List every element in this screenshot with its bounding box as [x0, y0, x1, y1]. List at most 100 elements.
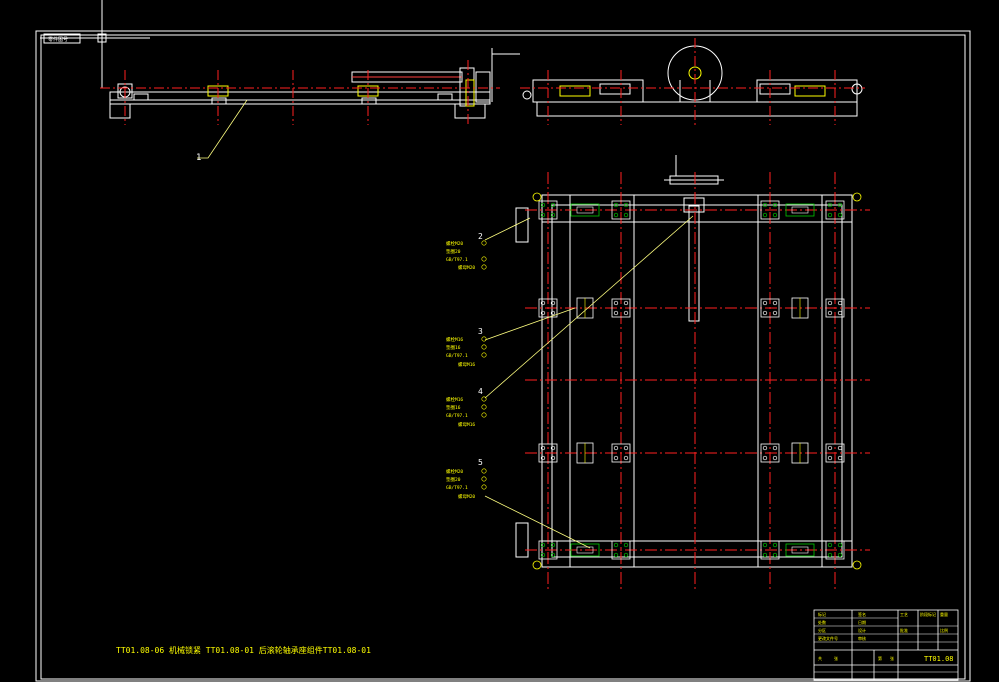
leader-lines [197, 99, 694, 549]
roller-housing [570, 203, 600, 217]
balloon-marker [481, 344, 487, 350]
plan-view-frame [515, 155, 853, 568]
balloon-2-number: 2 [478, 232, 483, 241]
svg-text:张: 张 [890, 655, 894, 661]
balloon-marker [481, 468, 487, 474]
part-label-box [43, 33, 81, 44]
balloon-5-line-4: 螺母M20 [458, 493, 475, 500]
inner-border [40, 34, 966, 680]
svg-text:批准: 批准 [900, 627, 908, 633]
corner-caster [532, 192, 542, 202]
bearing-block [791, 442, 809, 464]
svg-text:第: 第 [878, 655, 882, 661]
svg-text:签名: 签名 [858, 611, 866, 617]
balloon-marker [481, 336, 487, 342]
balloon-marker [481, 240, 487, 246]
balloon-4-number: 4 [478, 387, 483, 396]
balloon-3-line-3: GB/T97.1 [446, 353, 468, 359]
bearing-block [576, 442, 594, 464]
balloon-1-label: 1 [196, 153, 201, 163]
balloon-3-line-2: 垫圈16 [446, 344, 461, 351]
bolt-plates [532, 192, 862, 570]
svg-text:日期: 日期 [858, 619, 866, 625]
balloon-4-line-2: 垫圈16 [446, 404, 461, 411]
balloon-2-line-2: 垫圈20 [446, 248, 461, 255]
svg-text:阶段标记: 阶段标记 [920, 611, 936, 617]
svg-text:分区: 分区 [818, 627, 826, 633]
crosshair-cursor-icon [40, 0, 150, 88]
bolt-plate [538, 200, 558, 220]
balloon-marker [481, 256, 487, 262]
bolt-plate [611, 443, 631, 463]
part-label-box-text: 零件图号 [48, 36, 68, 43]
side-elevation-left-centerlines [100, 60, 500, 125]
bottom-note: TT01.08-06 机械锁紧 TT01.08-01 后滚轮轴承座组件TT01.… [116, 645, 371, 655]
bolt-plate [611, 200, 631, 220]
balloon-4-line-4: 螺母M16 [458, 421, 475, 428]
balloon-marker [481, 412, 487, 418]
front-elevation-right [522, 45, 863, 117]
roller-housing [785, 543, 815, 557]
balloon-4-line-1: 螺栓M16 [446, 396, 463, 403]
balloon-3-line-4: 螺母M16 [458, 361, 475, 368]
balloon-2-line-3: GB/T97.1 [446, 257, 468, 263]
balloon-marker [481, 352, 487, 358]
roller-housing [570, 543, 600, 557]
svg-text:更改文件号: 更改文件号 [818, 635, 838, 641]
outer-border [35, 30, 971, 682]
bolt-plate [825, 540, 845, 560]
bolt-plate [611, 540, 631, 560]
title-block [813, 609, 959, 681]
corner-caster [852, 560, 862, 570]
balloon-4-line-3: GB/T97.1 [446, 413, 468, 419]
balloon-circles [481, 240, 487, 490]
bolt-plate [825, 443, 845, 463]
bolt-plate [538, 298, 558, 318]
bolt-plate [825, 298, 845, 318]
balloon-2-line-1: 螺栓M20 [446, 240, 463, 247]
side-elevation-left [109, 48, 520, 119]
svg-text:处数: 处数 [818, 619, 826, 625]
balloon-4: 4 螺栓M16 垫圈16 GB/T97.1 螺母M16 [446, 387, 483, 428]
plan-view-centerlines [525, 172, 870, 590]
corner-caster [852, 192, 862, 202]
bolt-plate [611, 298, 631, 318]
svg-text:标记: 标记 [818, 611, 826, 617]
balloon-3: 3 螺栓M16 垫圈16 GB/T97.1 螺母M16 [446, 327, 483, 368]
balloon-marker [481, 396, 487, 402]
bolt-plate [825, 200, 845, 220]
svg-text:张: 张 [834, 655, 838, 661]
svg-text:共: 共 [818, 655, 822, 661]
balloon-3-line-1: 螺栓M16 [446, 336, 463, 343]
balloon-marker [481, 404, 487, 410]
svg-text:工艺: 工艺 [900, 612, 908, 617]
bolt-plate [538, 540, 558, 560]
balloon-5-line-2: 垫圈20 [446, 476, 461, 483]
svg-text:审核: 审核 [858, 635, 866, 641]
bearing-block [576, 297, 594, 319]
roller-housing [785, 203, 815, 217]
balloon-2-line-4: 螺母M20 [458, 264, 475, 271]
balloon-marker [481, 484, 487, 490]
title-block-rows [814, 617, 958, 673]
balloon-5-line-1: 螺栓M20 [446, 468, 463, 475]
bolt-plate [538, 443, 558, 463]
title-block-drawing-number: TT01.08 [924, 655, 954, 663]
svg-text:设计: 设计 [858, 627, 866, 633]
front-elevation-right-centerlines [520, 38, 865, 125]
balloon-marker [481, 476, 487, 482]
title-block-cells: 标记 处数 分区 更改文件号 签名 日期 设计 审核 工艺 批准 阶段标记 重量… [818, 611, 948, 661]
bolt-plate [760, 540, 780, 560]
svg-text:比例: 比例 [940, 627, 948, 633]
corner-caster [532, 560, 542, 570]
bolt-plate [760, 200, 780, 220]
balloon-marker [481, 264, 487, 270]
balloon-2: 2 螺栓M20 垫圈20 GB/T97.1 螺母M20 [446, 232, 483, 271]
balloon-5-line-3: GB/T97.1 [446, 485, 468, 491]
balloon-3-number: 3 [478, 327, 483, 336]
bolt-plate [760, 298, 780, 318]
balloon-5-number: 5 [478, 458, 483, 467]
svg-text:重量: 重量 [940, 611, 948, 617]
bearing-block [791, 297, 809, 319]
